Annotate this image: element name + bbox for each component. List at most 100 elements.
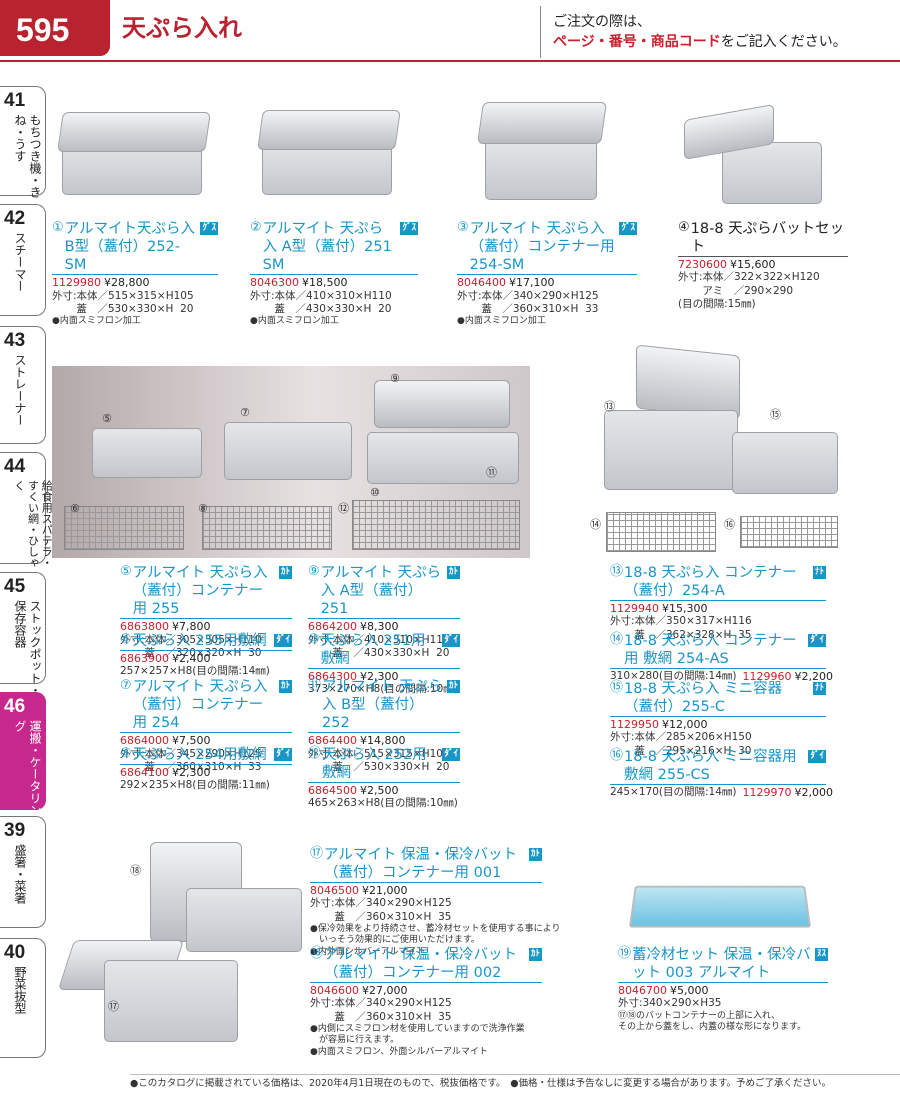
item-number: ⑪ bbox=[308, 678, 322, 693]
item-title: アルマイト 天ぷら入（蓋付）コンテナー用 254 bbox=[132, 679, 268, 732]
item-badge: ﾀﾞｲ bbox=[808, 750, 826, 764]
item-price: ¥7,500 bbox=[172, 734, 211, 748]
net-photo-8 bbox=[202, 506, 332, 550]
item-spec: 外寸:本体／350×317×H116 蓋 ／362×328×H 35 bbox=[610, 615, 752, 641]
item-code: 8046300 bbox=[250, 276, 299, 290]
item-price: ¥21,000 bbox=[362, 884, 408, 898]
item-code: 6864300 bbox=[308, 670, 357, 684]
order-notice: ご注文の際は、 ページ・番号・商品コードをご記入ください。 bbox=[540, 6, 900, 58]
item-note: ●内面スミフロン加工 bbox=[250, 315, 339, 326]
callout-13: ⑬ bbox=[604, 400, 615, 413]
item-code: 6864100 bbox=[120, 766, 169, 780]
net-photo-6 bbox=[64, 506, 184, 550]
item-note: ●内側にスミフロン材を使用していますので洗浄作業 が容易に行えます。 ●内面スミ… bbox=[310, 1023, 525, 1058]
item-price: ¥28,800 bbox=[104, 276, 150, 290]
item-spec: 外寸:本体／515×315×H105 蓋 ／530×330×H 20 bbox=[52, 289, 194, 315]
product-photo-17 bbox=[104, 960, 238, 1042]
item-price: ¥2,500 bbox=[360, 784, 399, 798]
callout-6: ⑥ bbox=[70, 502, 80, 515]
item-title: アルマイト 保温・保冷バット（蓋付）コンテナー用 002 bbox=[324, 947, 517, 982]
item-number: ⑲ bbox=[618, 946, 632, 961]
item-title: 18-8 天ぷらバットセット bbox=[690, 221, 845, 256]
tab-44[interactable]: 44 給食用スパテラ・すくい網・ひしゃく bbox=[0, 452, 53, 568]
item-price: ¥2,300 bbox=[360, 670, 399, 684]
item-price: ¥27,000 bbox=[362, 984, 408, 998]
item-note: ●内面スミフロン加工 bbox=[52, 315, 141, 326]
product-photo-11 bbox=[367, 432, 519, 484]
item-title: アルマイト 天ぷら入 A型（蓋付）251 SM bbox=[262, 221, 392, 274]
photo-panel-5-12: ⑤ ⑦ ⑨ ⑪ ⑥ ⑧ ⑩ ⑫ bbox=[52, 366, 530, 558]
item-number: ⑦ bbox=[120, 678, 132, 693]
item-number: ⑧ bbox=[120, 746, 132, 761]
item-code: 7230600 bbox=[678, 258, 727, 272]
product-photo-5 bbox=[92, 428, 202, 478]
item-code: 6864200 bbox=[308, 620, 357, 634]
tab-number: 43 bbox=[4, 330, 26, 351]
tab-label: ストックポット・保存容器 bbox=[13, 600, 42, 696]
product-photo-15 bbox=[732, 432, 838, 494]
item-price: ¥17,100 bbox=[509, 276, 555, 290]
item-spec: 外寸:本体／515×315×H105 蓋 ／530×330×H 20 bbox=[308, 747, 450, 773]
item-badge: ｶﾄ bbox=[528, 848, 542, 862]
item-number: ⑥ bbox=[120, 632, 132, 647]
item-price: ¥7,800 bbox=[172, 620, 211, 634]
page-number: 595 bbox=[0, 0, 110, 56]
tab-label: 給食用スパテラ・すくい網・ひしゃく bbox=[12, 480, 54, 568]
tab-43[interactable]: 43 ストレーナー bbox=[0, 326, 46, 444]
item-number: ③ bbox=[457, 220, 469, 235]
item-code: 6864400 bbox=[308, 734, 357, 748]
item-spec: 外寸:本体／410×310×H110 蓋 ／430×330×H 20 bbox=[308, 633, 450, 659]
notice-tail: をご記入ください。 bbox=[720, 34, 847, 51]
tab-number: 44 bbox=[4, 456, 26, 477]
item-spec: 257×257×H8(目の間隔:14㎜) bbox=[120, 665, 270, 678]
item-spec: 外寸:本体／285×206×H150 蓋 ／295×216×H 30 bbox=[610, 731, 752, 757]
callout-11: ⑪ bbox=[486, 466, 497, 479]
item-code: 8046400 bbox=[457, 276, 506, 290]
tab-label: ストレーナー bbox=[13, 354, 27, 426]
callout-12: ⑫ bbox=[338, 502, 349, 515]
item-code: 8046700 bbox=[618, 984, 667, 998]
item-price: ¥15,300 bbox=[662, 602, 708, 616]
tab-label: スチーマー bbox=[13, 232, 27, 292]
item-number: ⑯ bbox=[610, 748, 624, 763]
callout-14: ⑭ bbox=[590, 518, 601, 531]
item-number: ⑰ bbox=[310, 846, 324, 861]
item-code: 8046600 bbox=[310, 984, 359, 998]
item-badge: ﾅﾄ bbox=[812, 682, 826, 696]
item-title: 18-8 天ぷら入 コンテナー（蓋付）254-A bbox=[624, 565, 797, 600]
notice-red-text: ページ・番号・商品コード bbox=[553, 34, 721, 51]
item-badge: ｶﾄ bbox=[278, 566, 292, 580]
item-price: ¥2,200 bbox=[794, 670, 833, 684]
item-spec: 310×280(目の間隔:14㎜) bbox=[610, 670, 737, 683]
item-badge: ｶﾄ bbox=[446, 680, 460, 694]
callout-10: ⑩ bbox=[370, 486, 380, 499]
callout-5: ⑤ bbox=[102, 412, 112, 425]
item-code: 6863800 bbox=[120, 620, 169, 634]
item-code: 6864000 bbox=[120, 734, 169, 748]
tab-label: 野菜抜型 bbox=[13, 966, 27, 1014]
net-photo-10-12 bbox=[352, 500, 520, 550]
item-title: アルマイト 天ぷら入 B型（蓋付）252 bbox=[322, 679, 443, 732]
notice-line1: ご注文の際は、 bbox=[553, 14, 651, 30]
item-title: アルマイト天ぷら入B型（蓋付）252-SM bbox=[64, 221, 196, 274]
item-spec: 465×263×H8(目の間隔:10㎜) bbox=[308, 797, 458, 810]
item-title: 蓄冷材セット 保温・保冷バット 003 アルマイト bbox=[632, 947, 811, 982]
item-badge: ｶﾄ bbox=[528, 948, 542, 962]
